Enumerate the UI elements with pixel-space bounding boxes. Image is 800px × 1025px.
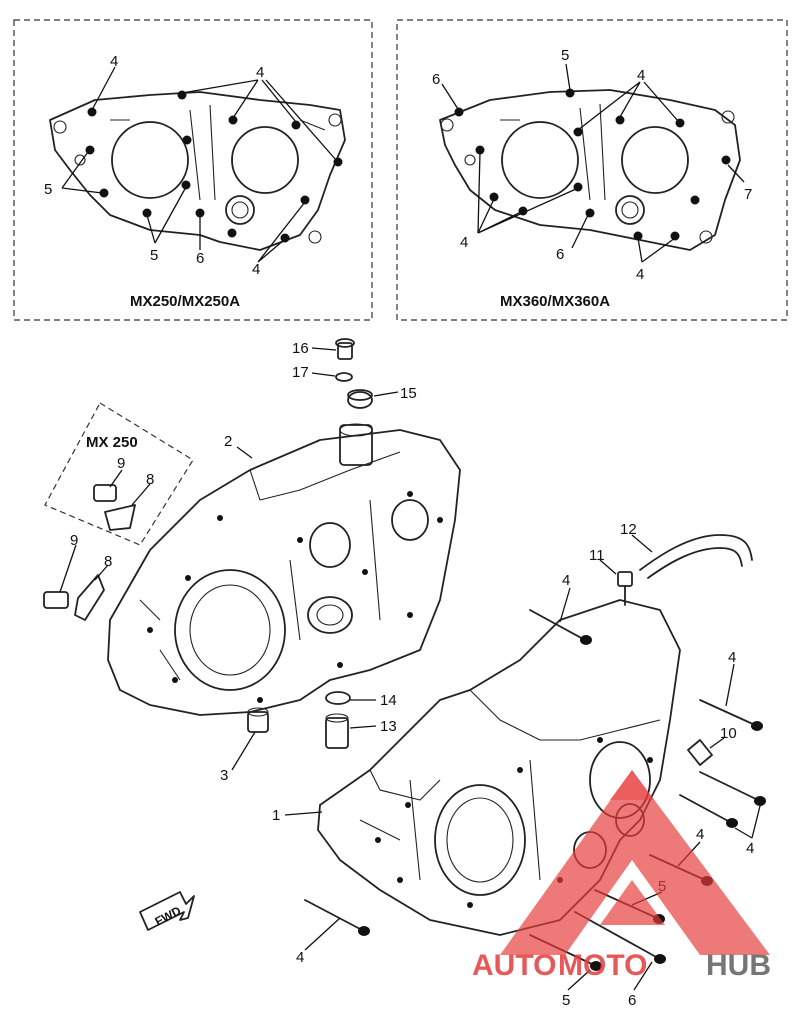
panel-caption-mx360: MX360/MX360A <box>500 293 610 310</box>
callout-12: 12 <box>620 521 637 538</box>
callout-6: 6 <box>432 71 440 88</box>
callout-2: 2 <box>224 433 232 450</box>
callout-13: 13 <box>380 718 397 735</box>
callout-4: 4 <box>460 234 468 251</box>
panel-mx250-bolt-locations: 4 4 5 5 6 4 MX250/MX250A <box>13 19 373 321</box>
callout-7: 7 <box>744 186 752 203</box>
callout-4: 4 <box>252 261 260 278</box>
screw-part-16 <box>337 342 353 360</box>
callout-10: 10 <box>720 725 737 742</box>
hose-fitting-group: 4 11 12 <box>529 521 753 645</box>
callout-9: 9 <box>117 455 125 472</box>
screw-and-bracket-group: 9 8 <box>43 532 112 621</box>
callout-14: 14 <box>380 692 397 709</box>
bolt-part-4 <box>699 699 756 726</box>
callout-5: 5 <box>561 47 569 64</box>
filler-neck <box>339 424 373 466</box>
callout-4: 4 <box>256 64 264 81</box>
crankcase-right-half: 1 <box>272 599 681 936</box>
hose-part-12 <box>639 534 753 571</box>
callout-16: 16 <box>292 340 309 357</box>
callout-4: 4 <box>728 649 736 666</box>
callout-4: 4 <box>636 266 644 283</box>
inset-mx250-border <box>44 402 194 546</box>
inset-mx250-parts: MX 250 9 8 <box>44 402 194 546</box>
bracket-part-8 <box>104 504 136 531</box>
crankcase-left-half: 2 <box>107 423 461 716</box>
callout-5: 5 <box>562 992 570 1009</box>
watermark-text-moto: MOTO <box>558 949 647 982</box>
watermark-triangle-logo <box>500 770 770 955</box>
plug-part-13 <box>325 717 349 749</box>
callout-4: 4 <box>296 949 304 966</box>
fwd-arrow-icon: FWD <box>139 891 195 931</box>
callout-17: 17 <box>292 364 309 381</box>
panel-mx360-border <box>396 19 788 321</box>
washer-part-14 <box>325 691 351 705</box>
inset-label-mx250: MX 250 <box>86 434 138 451</box>
automotohub-watermark: AUTO MOTO HUB <box>472 770 771 982</box>
panel-caption-mx250: MX250/MX250A <box>130 293 240 310</box>
fwd-label: FWD <box>153 903 184 928</box>
callout-3: 3 <box>220 767 228 784</box>
clip-part-10 <box>687 739 713 766</box>
plug-part-15 <box>347 391 373 409</box>
callout-5: 5 <box>150 247 158 264</box>
bolt-part-4 <box>304 899 363 931</box>
lower-left-bolt-group: 4 <box>296 899 370 966</box>
drain-plug-group: 14 13 <box>325 691 397 749</box>
screw-part-9 <box>93 484 117 502</box>
right-bolts-group: 4 10 4 <box>679 649 766 857</box>
callout-4: 4 <box>696 826 704 843</box>
callout-9: 9 <box>70 532 78 549</box>
bolt-part-4 <box>699 771 759 801</box>
washer-part-17 <box>335 372 353 382</box>
screw-part-9 <box>43 591 69 609</box>
callout-8: 8 <box>146 471 154 488</box>
watermark-text-auto: AUTO <box>472 949 556 982</box>
bracket-part-8 <box>74 574 105 621</box>
top-fittings: 16 17 15 <box>292 338 417 409</box>
callout-11: 11 <box>589 547 605 564</box>
callout-6: 6 <box>556 246 564 263</box>
callout-4: 4 <box>110 53 118 70</box>
bolt-part-4 <box>679 794 731 823</box>
callout-1: 1 <box>272 807 280 824</box>
fitting-part-11 <box>617 571 633 587</box>
callout-5: 5 <box>44 181 52 198</box>
panel-mx250-border <box>13 19 373 321</box>
callout-4: 4 <box>637 67 645 84</box>
dowel-part-3: 3 <box>220 707 269 784</box>
callout-4: 4 <box>562 572 570 589</box>
panel-mx360-bolt-locations: 5 6 4 7 4 6 4 MX360/MX360A <box>396 19 788 321</box>
bolt-part-4 <box>529 609 586 641</box>
callout-6: 6 <box>196 250 204 267</box>
callout-15: 15 <box>400 385 417 402</box>
callout-4: 4 <box>746 840 754 857</box>
watermark-text-hub: HUB <box>706 949 771 982</box>
callout-8: 8 <box>104 553 112 570</box>
callout-6: 6 <box>628 992 636 1009</box>
